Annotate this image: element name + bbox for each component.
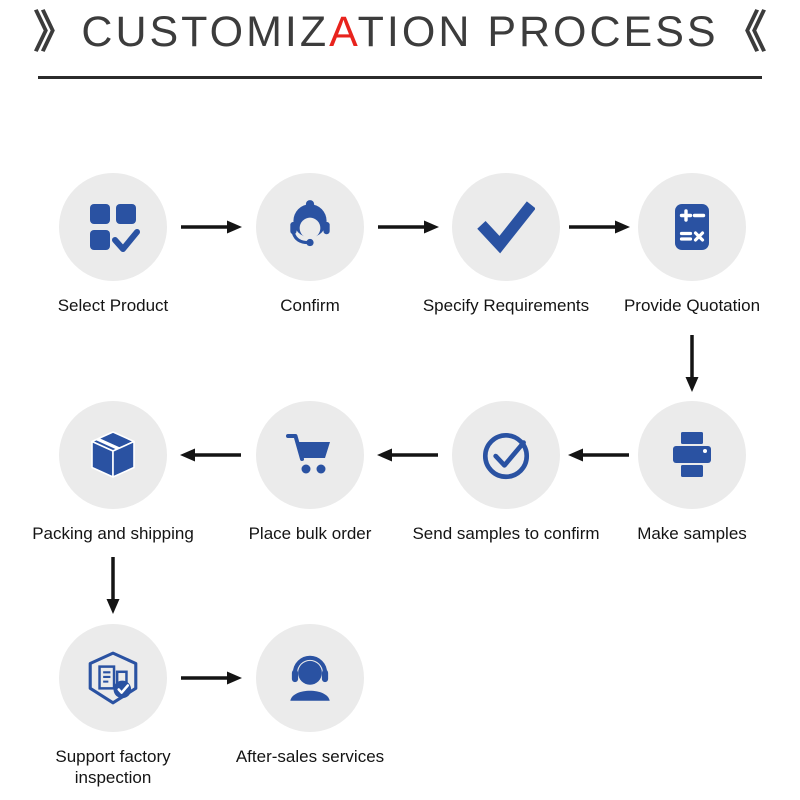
step-circle (452, 401, 560, 509)
customer-service-icon (290, 200, 330, 247)
step-send-samples-to-confirm: Send samples to confirm (398, 401, 614, 544)
step-circle (256, 401, 364, 509)
check-mark-icon (477, 201, 535, 254)
title-highlight-letter: A (329, 8, 358, 56)
step-circle (638, 401, 746, 509)
step-label: After-sales services (235, 747, 385, 766)
step-after-sales-services: After-sales services (202, 624, 418, 767)
page-title: 》 CUSTOMIZATION PROCESS 《 (0, 8, 800, 57)
step-select-product: Select Product (5, 173, 221, 316)
title-text: CUSTOMIZATION PROCESS (81, 8, 718, 57)
step-make-samples: Make samples (584, 401, 800, 544)
step-label: Provide Quotation (623, 296, 761, 315)
step-circle (59, 401, 167, 509)
arrow-down-icon (685, 335, 699, 392)
arrow-down-icon (106, 557, 120, 614)
step-confirm: Confirm (202, 173, 418, 316)
step-label: Make samples (637, 524, 747, 543)
step-circle (256, 173, 364, 281)
arrow-left-icon (568, 448, 629, 462)
step-label: Confirm (280, 296, 340, 315)
step-circle (59, 624, 167, 732)
step-circle (256, 624, 364, 732)
circle-check-icon (482, 432, 530, 480)
title-divider (38, 76, 762, 79)
headphones-support-icon (290, 655, 330, 701)
step-provide-quotation: Provide Quotation (584, 173, 800, 316)
left-quote-mark-icon: 》 (33, 7, 78, 57)
arrow-right-icon (378, 220, 439, 234)
select-product-icon (90, 204, 140, 252)
title-segment-pre: CUSTOMIZ (81, 8, 330, 56)
step-specify-requirements: Specify Requirements (398, 173, 614, 316)
step-label: Place bulk order (248, 524, 372, 543)
arrow-left-icon (377, 448, 438, 462)
step-circle (452, 173, 560, 281)
step-label: Specify Requirements (422, 296, 590, 315)
right-quote-mark-icon: 《 (722, 7, 767, 57)
step-packing-and-shipping: Packing and shipping (5, 401, 221, 544)
step-circle (59, 173, 167, 281)
shopping-cart-icon (286, 434, 330, 474)
step-label: Packing and shipping (32, 524, 194, 543)
arrow-left-icon (180, 448, 241, 462)
step-support-factory-inspection: Support factory inspection (5, 624, 221, 789)
calculator-icon (675, 204, 709, 250)
step-label: Send samples to confirm (412, 524, 600, 543)
step-circle (638, 173, 746, 281)
arrow-right-icon (569, 220, 630, 234)
step-label: Support factory inspection (55, 747, 171, 788)
step-label: Select Product (57, 296, 169, 315)
printer-icon (673, 432, 711, 477)
factory-inspection-icon (88, 651, 138, 705)
package-box-icon (91, 431, 135, 478)
arrow-right-icon (181, 220, 242, 234)
arrow-right-icon (181, 671, 242, 685)
title-segment-post: TION PROCESS (357, 8, 719, 56)
step-place-bulk-order: Place bulk order (202, 401, 418, 544)
